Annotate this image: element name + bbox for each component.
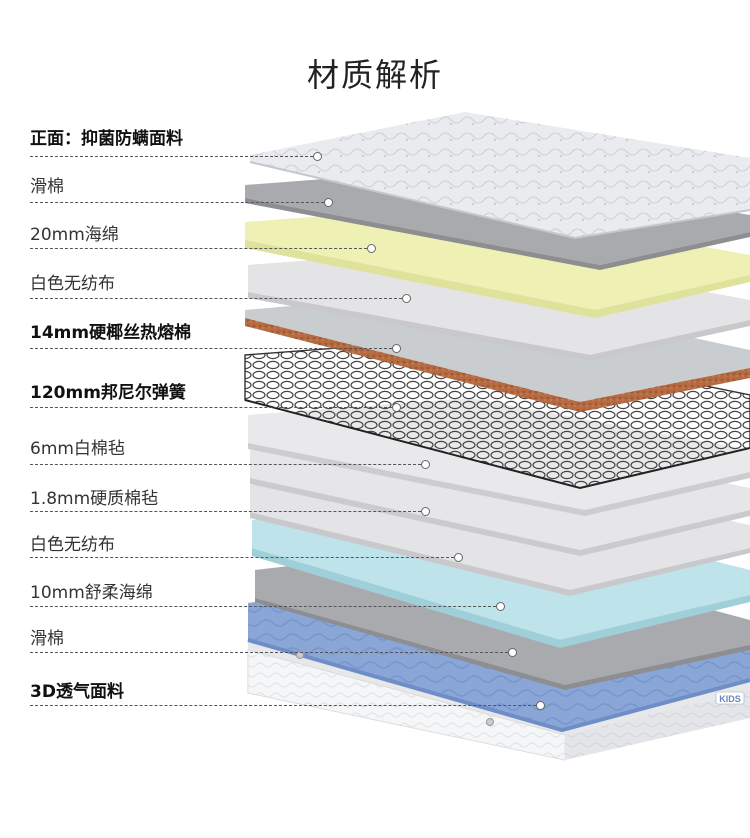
layer-label: 正面：抑菌防螨面料 — [30, 129, 183, 149]
page-title: 材质解析 — [306, 56, 443, 94]
white-nonwoven-upper-layer — [248, 248, 750, 355]
callout-dot — [313, 152, 322, 161]
kids-badge: KIDS — [719, 694, 741, 704]
callout-dot — [454, 553, 463, 562]
callout-dot — [421, 507, 430, 516]
callout-dot — [508, 648, 517, 657]
leader-line — [30, 705, 536, 706]
layer-label: 14mm硬椰丝热熔棉 — [30, 323, 192, 343]
leader-line — [30, 464, 421, 465]
layer-label: 白色无纺布 — [30, 535, 115, 555]
callout-dot — [421, 460, 430, 469]
quilted-top-fabric-layer — [249, 112, 750, 240]
callout-dot — [324, 198, 333, 207]
leader-line — [30, 202, 324, 203]
layer-label: 10mm舒柔海绵 — [30, 583, 153, 603]
layer-label: 6mm白棉毡 — [30, 439, 125, 459]
layer-label: 白色无纺布 — [30, 274, 115, 294]
leader-line — [30, 298, 402, 299]
callout-dot — [367, 244, 376, 253]
leader-line — [30, 511, 421, 512]
yellow-foam-layer — [245, 205, 750, 310]
leader-line — [30, 606, 496, 607]
callout-dot — [496, 602, 505, 611]
callout-dot — [536, 701, 545, 710]
layer-label: 滑棉 — [30, 629, 64, 649]
leader-line — [30, 557, 454, 558]
leader-line — [30, 248, 367, 249]
callout-dot — [392, 344, 401, 353]
leader-line — [30, 652, 508, 653]
callout-dot — [392, 403, 401, 412]
layer-label: 3D透气面料 — [30, 682, 124, 702]
layer-label: 20mm海绵 — [30, 225, 119, 245]
layer-label: 1.8mm硬质棉毡 — [30, 489, 159, 509]
leader-line — [30, 156, 313, 157]
leader-line — [30, 407, 392, 408]
callout-dot — [402, 294, 411, 303]
layer-label: 120mm邦尼尔弹簧 — [30, 383, 186, 403]
leader-line — [30, 348, 392, 349]
layer-label: 滑棉 — [30, 177, 64, 197]
